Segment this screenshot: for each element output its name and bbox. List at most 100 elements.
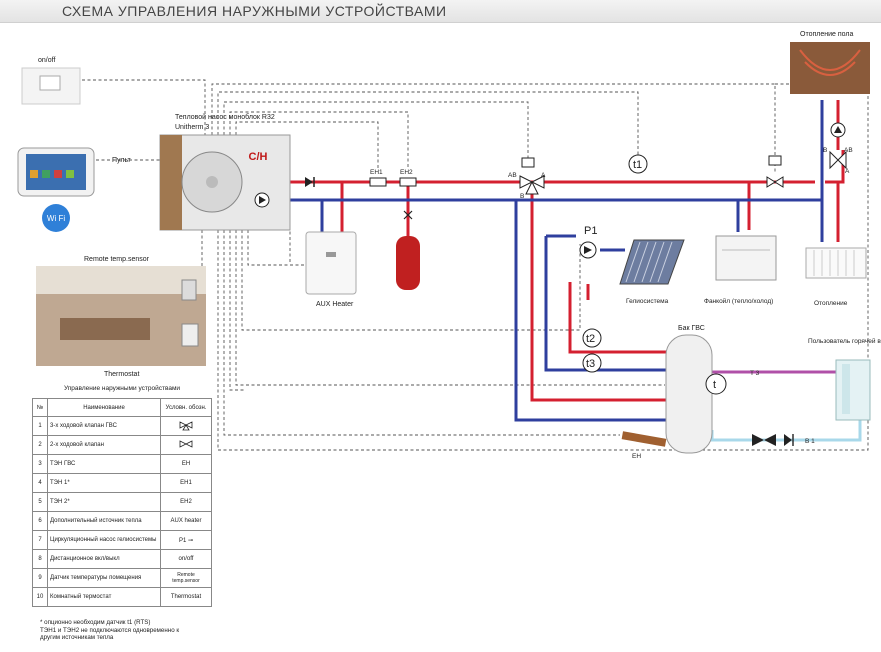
legend-row-symbol: EH2 <box>160 492 212 512</box>
remote-controller <box>17 147 95 197</box>
room-photo <box>36 266 206 366</box>
supply-pipes <box>275 100 845 402</box>
fancoil-icon <box>715 235 777 281</box>
three-way-valve-icon <box>160 416 212 436</box>
eh2-heater-icon <box>399 177 417 187</box>
t1-sensor-icon <box>628 154 648 174</box>
valve-dhw-a-label: A <box>541 172 546 179</box>
legend-row: 4 ТЭН 1* EH1 <box>32 473 212 493</box>
legend-row-symbol: AUX heater <box>160 511 212 531</box>
legend-row-number: 9 <box>32 568 48 588</box>
expansion-vessel-icon <box>396 210 420 290</box>
p1-label: P1 <box>584 225 597 237</box>
legend-row-name: Дополнительный источник тепла <box>47 511 161 531</box>
valve-dhw-ab-label: AB <box>508 172 517 179</box>
legend-row: 2 2-х ходовой клапан <box>32 435 212 455</box>
legend-row-number: 4 <box>32 473 48 493</box>
legend-header-row: № Наименование Условн. обозн. <box>32 398 212 417</box>
legend-row-name: 3-х ходовой клапан ГВС <box>47 416 161 436</box>
t2-label: t2 <box>586 333 595 345</box>
thermostat-icon <box>181 323 199 347</box>
legend-row-number: 6 <box>32 511 48 531</box>
heat-pump-unit: C/H <box>159 134 291 231</box>
t-label: t <box>713 379 716 391</box>
legend-row-number: 1 <box>32 416 48 436</box>
valve-floor-a-label: A <box>845 168 850 175</box>
legend-row: 6 Дополнительный источник тепла AUX heat… <box>32 511 212 531</box>
legend-row-name: Циркуляционный насос гелиосистемы <box>47 530 161 550</box>
solar-pump-p1-icon <box>579 241 597 259</box>
title-banner: СХЕМА УПРАВЛЕНИЯ НАРУЖНЫМИ УСТРОЙСТВАМИ <box>0 0 881 23</box>
eh-label: EH <box>632 453 641 460</box>
legend-row: 8 Дистанционное вкл/выкл on/off <box>32 549 212 569</box>
eh2-label: EH2 <box>400 169 413 176</box>
valve-floor-b-label: B <box>823 147 827 154</box>
aux-heater-icon <box>305 231 357 295</box>
legend-row-name: Датчик температуры помещения <box>47 568 161 588</box>
legend-row-number: 3 <box>32 454 48 474</box>
legend-row-number: 5 <box>32 492 48 512</box>
footnote-line: ТЭН1 и ТЭН2 не подключаются одновременно… <box>40 626 180 634</box>
legend-row-number: 8 <box>32 549 48 569</box>
dhw-valve-icon <box>752 434 794 446</box>
legend-row-symbol: P1 <box>178 537 187 544</box>
heat-pump-label-line1: Тепловой насос моноблок R32 <box>175 113 275 121</box>
legend-row: 3 ТЭН ГВС EH <box>32 454 212 474</box>
legend-row-symbol: Thermostat <box>160 587 212 607</box>
t3-sensor-icon <box>582 353 602 373</box>
legend-row: 5 ТЭН 2* EH2 <box>32 492 212 512</box>
floor-heating-label: Отопление пола <box>800 31 853 38</box>
shower-cabin-icon <box>835 359 871 421</box>
t2-sensor-icon <box>582 328 602 348</box>
valve-dhw-b-label: B <box>520 193 524 200</box>
dhw-tank <box>665 334 713 454</box>
return-pipes <box>262 100 824 422</box>
t-sensor-icon <box>705 373 727 395</box>
legend-row-name: Дистанционное вкл/выкл <box>47 549 161 569</box>
page-title: СХЕМА УПРАВЛЕНИЯ НАРУЖНЫМИ УСТРОЙСТВАМИ <box>62 3 447 19</box>
legend-row-name: Комнатный термостат <box>47 587 161 607</box>
legend-caption: Управление наружными устройствами <box>63 385 181 392</box>
wifi-label: Wi Fi <box>47 214 65 223</box>
footnote: * опционно необходим датчик t1 (RTS) ТЭН… <box>40 619 240 642</box>
eh-tank-heater-icon <box>621 431 667 447</box>
pump-icon: ⊸ <box>187 537 194 544</box>
three-way-valve-floor-icon <box>829 150 847 170</box>
onoff-switch <box>21 67 81 105</box>
check-valve-icon <box>305 177 315 187</box>
thermostat-label: Thermostat <box>104 371 139 378</box>
legend-row-symbol: Remote temp.sensor <box>160 568 212 588</box>
legend-row-symbol: EH <box>160 454 212 474</box>
legend-row-name: ТЭН 1* <box>47 473 161 493</box>
heat-pump-label-line2: Unitherm 3 <box>175 124 209 131</box>
remote-temp-sensor-icon <box>181 279 197 301</box>
legend-row-number: 10 <box>32 587 48 607</box>
floor-heating-photo <box>790 42 870 94</box>
wifi-icon: Wi Fi <box>42 204 70 232</box>
radiator-icon <box>805 247 867 279</box>
legend-row-name: ТЭН 2* <box>47 492 161 512</box>
two-way-valve-icon <box>160 435 212 455</box>
legend-header-symbol: Условн. обозн. <box>160 398 212 417</box>
two-way-valve-icon <box>766 155 784 188</box>
three-way-valve-dhw-icon <box>519 157 545 195</box>
legend-table: № Наименование Условн. обозн. 1 3-х ходо… <box>32 398 212 607</box>
aux-heater-label: AUX Heater <box>316 301 354 308</box>
legend-row-symbol: EH1 <box>160 473 212 493</box>
legend-row-name: 2-х ходовой клапан <box>47 435 161 455</box>
legend-row-number: 2 <box>32 435 48 455</box>
footnote-line: другим источникам тепла <box>40 634 114 642</box>
eh1-label: EH1 <box>370 169 383 176</box>
legend-row: 1 3-х ходовой клапан ГВС <box>32 416 212 436</box>
brand-logo: C/H <box>249 151 268 163</box>
legend-row: 10 Комнатный термостат Thermostat <box>32 587 212 607</box>
legend-row-number: 7 <box>32 530 48 550</box>
legend-header-name: Наименование <box>47 398 161 417</box>
fancoil-label: Фанкойл (тепло/холод) <box>704 297 773 305</box>
user-label: Пользователь горячей воды <box>808 337 881 345</box>
legend-row: 7 Циркуляционный насос гелиосистемы P1 ⊸ <box>32 530 212 550</box>
heat-pump-circulation-pump-icon <box>254 192 270 208</box>
remote-label: Пульт <box>112 157 132 164</box>
t3-label: t3 <box>586 358 595 370</box>
